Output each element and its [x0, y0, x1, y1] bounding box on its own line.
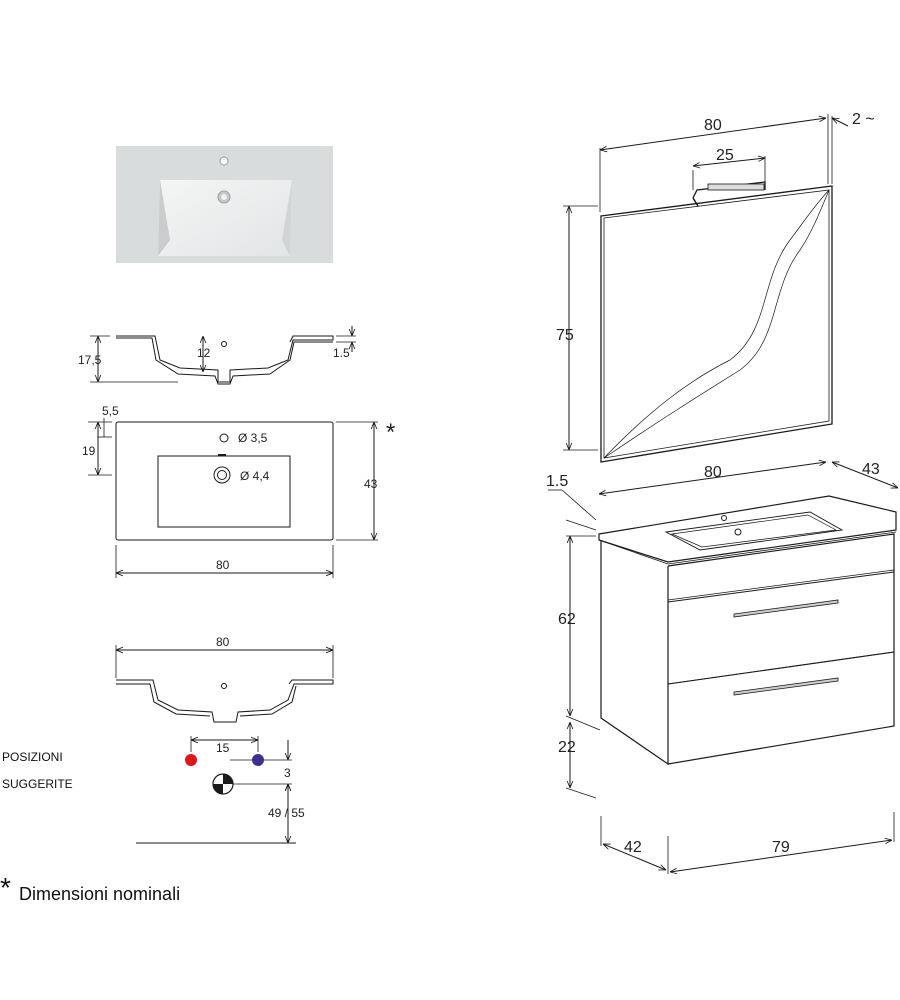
drain-marker [212, 773, 234, 795]
plan-tap-hole-label: Ø 3,5 [238, 431, 268, 445]
mirror-height-label: 75 [556, 327, 574, 344]
drain-height-label: 49 / 55 [268, 806, 305, 820]
suggested-positions-line2: SUGGERITE [2, 777, 73, 791]
section-view [90, 326, 356, 385]
plan-offset-x-label: 5,5 [102, 404, 119, 418]
front-width-label: 80 [216, 635, 230, 649]
cabinet-width-label: 80 [704, 464, 722, 481]
plan-width-label: 80 [216, 558, 230, 572]
plan-view [88, 418, 378, 578]
plan-drain-hole-label: Ø 4,4 [240, 469, 270, 483]
footprint-depth-label: 42 [624, 839, 642, 856]
lamp-width-label: 25 [716, 147, 734, 164]
mirror-width-label: 80 [704, 117, 722, 134]
nominal-dimensions-note: Dimensioni nominali [19, 884, 181, 904]
hot-water-marker [185, 754, 197, 766]
cabinet-depth-label: 43 [862, 461, 880, 478]
plan-nominal-star: * [386, 419, 395, 446]
footprint-width-label: 79 [772, 839, 790, 856]
plan-depth-label: 43 [364, 477, 378, 491]
mirror-3d [563, 114, 849, 463]
tap-spacing-label: 15 [216, 741, 230, 755]
basin-render [116, 146, 333, 263]
top-thickness-label: 1.5 [546, 473, 568, 490]
mirror-gap-label: 2 ~ [852, 111, 875, 128]
cold-water-marker [252, 754, 264, 766]
section-depth-label: 17,5 [78, 353, 102, 367]
suggested-positions-line1: POSIZIONI [2, 750, 63, 764]
nominal-star: * [0, 872, 11, 903]
drain-offset-label: 3 [284, 766, 291, 780]
front-section-view [115, 645, 334, 844]
plan-offset-y-label: 19 [82, 444, 96, 458]
cabinet-height-label: 62 [558, 611, 576, 628]
section-basin-depth-label: 12 [197, 346, 211, 360]
cabinet-3d [548, 462, 898, 874]
floor-clearance-label: 22 [558, 739, 576, 756]
section-rim-label: 1.5 [333, 346, 350, 360]
